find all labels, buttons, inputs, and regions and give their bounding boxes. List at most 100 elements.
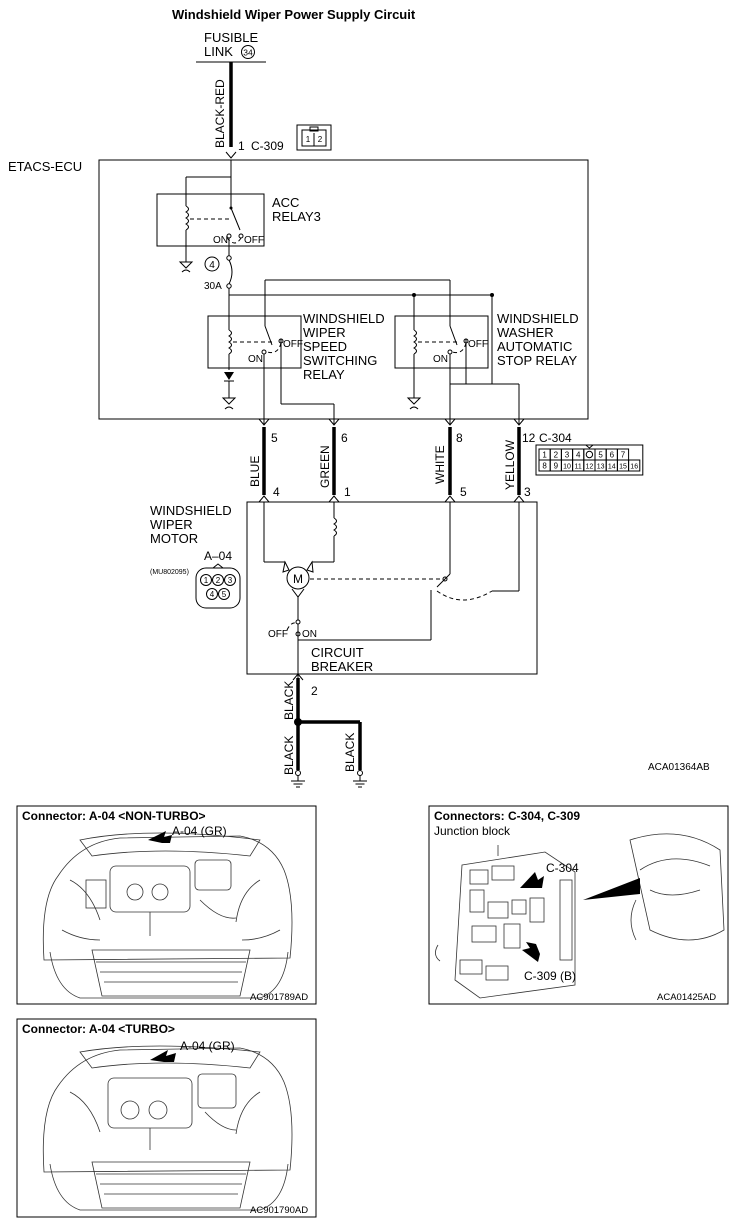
svg-text:A-04 (GR): A-04 (GR) [172,824,227,838]
svg-text:ON: ON [302,629,317,640]
svg-text:Junction block: Junction block [434,824,511,838]
photo-panel-non-turbo: Connector: A-04 <NON-TURBO> A-04 (GR) AC… [16,805,317,1005]
wire-label-blue: BLUE [248,456,262,487]
speed-switching-relay: ON OFF WINDSHIELD WIPER SPEED SWITCHING … [207,311,385,425]
svg-text:3: 3 [228,576,233,585]
svg-text:WINDSHIELD: WINDSHIELD [497,311,579,326]
svg-text:WINDSHIELD: WINDSHIELD [303,311,385,326]
c304-pin-number: 6 [610,451,615,460]
c304-pin-number: 1 [542,451,547,460]
svg-text:MOTOR: MOTOR [150,531,198,546]
svg-text:BLACK: BLACK [343,733,357,772]
svg-text:AC901789AD: AC901789AD [250,992,308,1003]
svg-text:1: 1 [306,135,311,144]
svg-text:34: 34 [243,48,253,58]
washer-stop-relay: ON OFF WINDSHIELD WASHER AUTOMATIC STOP … [394,311,579,425]
fusible-link: FUSIBLE LINK 34 [196,30,266,63]
svg-text:A-04 (GR): A-04 (GR) [180,1039,235,1053]
ground-symbol [353,770,367,788]
junction-block-illustration [435,833,725,999]
svg-text:SPEED: SPEED [303,339,347,354]
svg-text:FUSIBLE: FUSIBLE [204,30,259,45]
a04-connector-icon: A–04 (MU802095) 1 2 3 4 5 [150,549,241,609]
svg-text:WIPER: WIPER [303,325,346,340]
svg-text:BREAKER: BREAKER [311,659,373,674]
svg-text:OFF: OFF [468,339,488,350]
svg-text:ON: ON [433,354,448,365]
svg-text:CIRCUIT: CIRCUIT [311,645,364,660]
svg-text:8: 8 [456,431,463,445]
svg-text:WIPER: WIPER [150,517,193,532]
svg-text:2: 2 [318,135,323,144]
c304-pin-cell [628,459,641,472]
svg-text:BLACK: BLACK [282,681,296,720]
svg-text:4: 4 [273,485,280,499]
etacs-ecu-box [98,159,589,420]
c304-key-mark [585,450,594,459]
svg-text:OFF: OFF [268,629,288,640]
svg-text:OFF: OFF [244,235,264,246]
c304-pin-number: 10 [563,464,571,471]
wire-label-black-red: BLACK-RED [213,79,227,148]
photo-panel-turbo: Connector: A-04 <TURBO> A-04 (GR) AC9017… [16,1018,317,1218]
c304-pin-number: 4 [576,451,581,460]
svg-text:30A: 30A [204,281,222,292]
svg-text:Connector: A-04 <NON-TURBO>: Connector: A-04 <NON-TURBO> [22,809,206,823]
c304-pin-number: 9 [554,462,559,471]
svg-text:Connector: A-04 <TURBO>: Connector: A-04 <TURBO> [22,1022,175,1036]
svg-text:ACC: ACC [272,195,299,210]
svg-text:BLACK: BLACK [282,736,296,775]
svg-text:A–04: A–04 [204,549,232,563]
svg-text:OFF: OFF [283,339,303,350]
svg-text:4: 4 [209,260,215,271]
svg-text:(MU802095): (MU802095) [150,569,189,576]
svg-text:C-309 (B): C-309 (B) [524,969,576,983]
svg-text:4: 4 [210,590,215,599]
svg-text:2: 2 [311,684,318,698]
c309-pin: 1 [238,139,245,153]
c304-pin-number: 12 [586,464,594,471]
etacs-ecu-label: ETACS-ECU [8,159,82,174]
svg-text:ON: ON [213,235,228,246]
svg-text:WINDSHIELD: WINDSHIELD [150,503,232,518]
wiper-motor: WINDSHIELD WIPER MOTOR M OFF ON CIRCUIT … [150,501,538,690]
svg-text:Connectors: C-304, C-309: Connectors: C-304, C-309 [434,809,580,823]
ground-symbol [291,770,305,788]
svg-text:M: M [293,572,303,586]
svg-text:C-304: C-304 [546,861,579,875]
c309-label: C-309 [251,139,284,153]
svg-text:SWITCHING: SWITCHING [303,353,377,368]
c309-connector-icon: 1 2 [296,124,332,151]
svg-text:STOP RELAY: STOP RELAY [497,353,578,368]
svg-text:RELAY: RELAY [303,367,345,382]
photo-panel-junction-block: Connectors: C-304, C-309 Junction block … [428,805,729,1005]
diagram-title: Windshield Wiper Power Supply Circuit [172,7,416,22]
svg-text:5: 5 [460,485,467,499]
c304-pin-number: 3 [565,451,570,460]
c304-key-tab [585,444,594,449]
c304-pin-number: 5 [598,451,603,460]
svg-text:RELAY3: RELAY3 [272,209,321,224]
svg-text:2: 2 [216,576,221,585]
svg-text:5: 5 [222,590,227,599]
c304-outline [535,444,644,476]
wire-label-green: GREEN [318,445,332,488]
c304-pin-number: 15 [619,464,627,471]
svg-text:ACA01425AD: ACA01425AD [657,992,716,1003]
svg-text:6: 6 [341,431,348,445]
svg-text:3: 3 [524,485,531,499]
motor-symbol [286,566,310,590]
svg-text:AUTOMATIC: AUTOMATIC [497,339,572,354]
svg-text:5: 5 [271,431,278,445]
fuse-30a: 4 30A [204,255,233,295]
c304-pin-number: 16 [630,464,638,471]
c304-pin-number: 13 [597,464,605,471]
engine-bay-illustration [42,832,293,999]
wire-label-white: WHITE [433,445,447,484]
svg-text:WASHER: WASHER [497,325,554,340]
diagram-code: ACA01364AB [648,762,710,773]
svg-text:1: 1 [204,576,209,585]
svg-text:1: 1 [344,485,351,499]
